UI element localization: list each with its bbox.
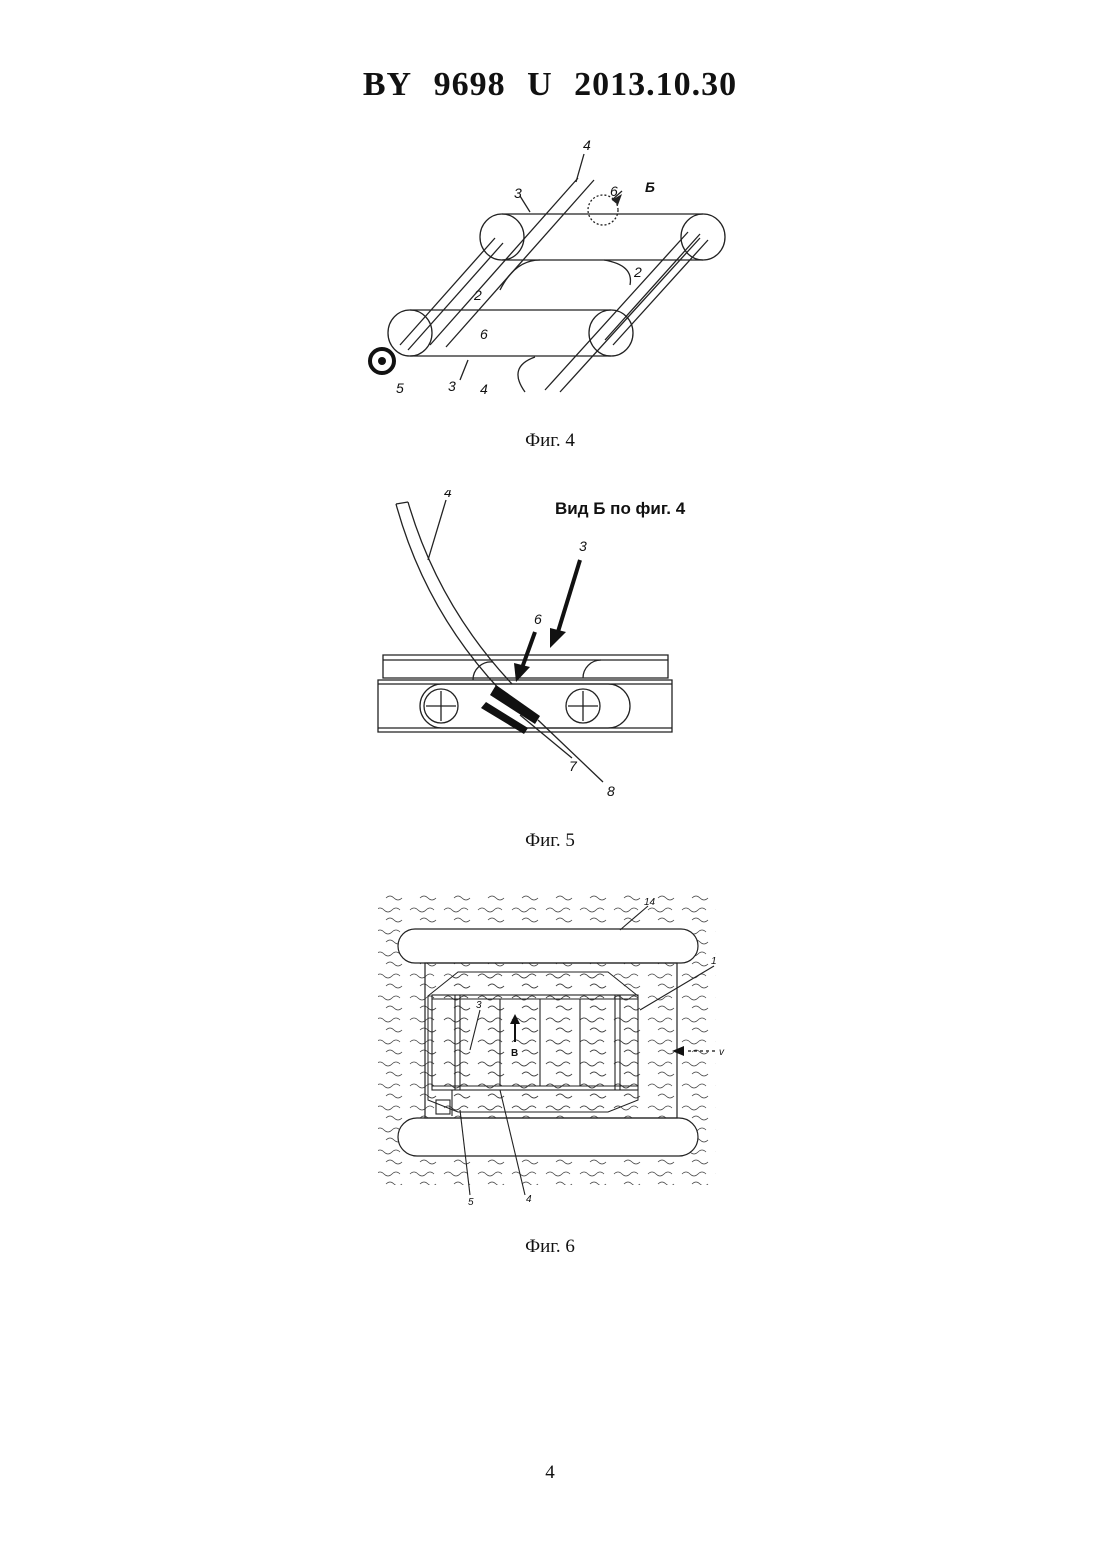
fig4-label-3-top: 3: [514, 185, 522, 201]
fig4-label-4-top: 4: [583, 137, 591, 153]
figure-6-drawing: 14 1 3 B v 5 4: [0, 880, 1100, 1210]
header-number: 9698: [434, 66, 506, 103]
fig6-label-3: 3: [476, 1000, 482, 1011]
page-number: 4: [0, 1462, 1100, 1484]
fig6-label-b: B: [511, 1048, 518, 1059]
fig6-label-14: 14: [644, 897, 656, 908]
fig4-label-3-bottom: 3: [448, 378, 456, 394]
figure-6-caption: Фиг. 6: [0, 1236, 1100, 1258]
fig5-label-6: 6: [534, 611, 542, 627]
fig5-title: Вид Б по фиг. 4: [555, 499, 686, 518]
fig5-label-8: 8: [607, 783, 615, 799]
fig6-label-4: 4: [526, 1194, 532, 1205]
figure-4-caption: Фиг. 4: [0, 430, 1100, 452]
header-date: 2013.10.30: [574, 66, 737, 103]
fig4-label-5: 5: [396, 380, 404, 396]
fig4-label-6-mid: 6: [480, 326, 488, 342]
figure-5-drawing: Вид Б по фиг. 4 4 3 6 7 8: [0, 490, 1100, 810]
fig4-label-2-left: 2: [473, 287, 482, 303]
fig4-label-4-bottom: 4: [480, 381, 488, 397]
fig5-label-4: 4: [444, 490, 452, 500]
fig4-label-b: Б: [645, 179, 655, 195]
patent-header: BY 9698 U 2013.10.30: [0, 66, 1100, 104]
fig5-label-7: 7: [569, 758, 578, 774]
fig6-label-5: 5: [468, 1197, 474, 1208]
fig6-label-v: v: [719, 1047, 725, 1058]
figure-4-drawing: 4 3 6 Б 2 2 6 5 3 4: [0, 130, 1100, 410]
fig4-label-2-right: 2: [633, 264, 642, 280]
fig5-label-3: 3: [579, 538, 587, 554]
header-kind: U: [527, 66, 553, 103]
figure-5-caption: Фиг. 5: [0, 830, 1100, 852]
fig4-label-6-top: 6: [610, 183, 618, 199]
fig6-label-1: 1: [711, 956, 717, 967]
header-country: BY: [363, 66, 412, 103]
